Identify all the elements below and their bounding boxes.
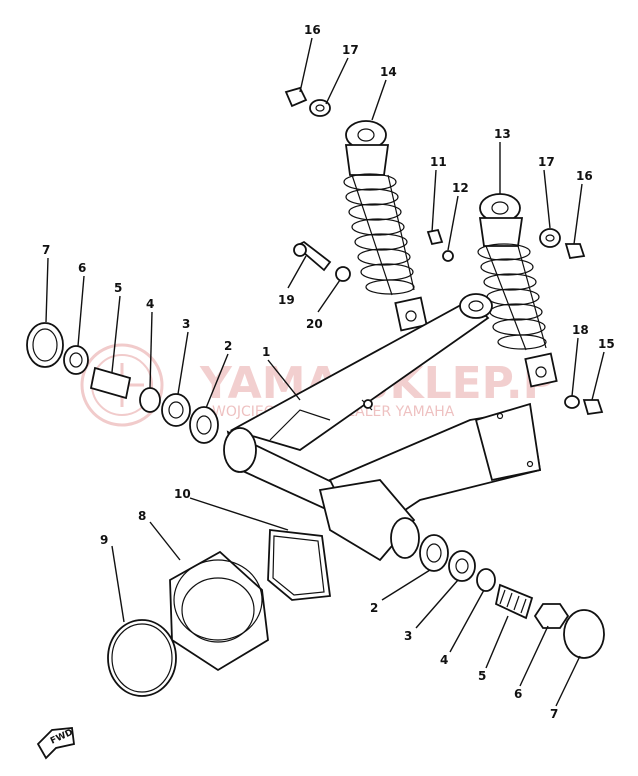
gasket-10 [267, 528, 332, 601]
boot-assembly [107, 528, 332, 697]
right-hardware [419, 534, 605, 659]
bolt-11 [426, 228, 444, 246]
leader-lines [45, 37, 605, 707]
callout-16-top-left: 16 [304, 23, 321, 37]
callout-19: 19 [278, 293, 295, 307]
callout-3-left: 3 [182, 317, 190, 331]
callout-5-right: 5 [478, 669, 486, 683]
pivot-nut [533, 603, 570, 629]
bearing-left [161, 393, 191, 427]
swing-arm [223, 293, 542, 562]
left-shock-absorber [343, 120, 428, 332]
callout-17-top-left: 17 [342, 43, 359, 57]
callout-10: 10 [174, 487, 191, 501]
callout-1: 1 [262, 345, 270, 359]
o-ring-9 [107, 619, 177, 697]
callout-2-right: 2 [370, 601, 378, 615]
callout-6-left: 6 [78, 261, 86, 275]
washer-12 [442, 250, 454, 262]
callout-11: 11 [430, 155, 447, 169]
callout-8: 8 [138, 509, 146, 523]
callout-20: 20 [306, 317, 323, 331]
callout-14: 14 [380, 65, 397, 79]
callout-9: 9 [100, 533, 108, 547]
nut-16-right [564, 243, 586, 260]
callout-4-left: 4 [146, 297, 154, 311]
collar-right [476, 568, 496, 592]
callout-5-left: 5 [114, 281, 122, 295]
pivot-bolt [494, 583, 534, 620]
nut-16-left [284, 86, 308, 108]
bearing-right [448, 550, 476, 582]
callout-6-right: 6 [514, 687, 522, 701]
callout-13: 13 [494, 127, 511, 141]
callout-16-right: 16 [576, 169, 593, 183]
callout-15: 15 [598, 337, 615, 351]
cap-right [563, 609, 605, 659]
callout-17-right: 17 [538, 155, 555, 169]
pivot-shaft [89, 366, 132, 400]
washer-17-left [309, 99, 331, 117]
fwd-direction-marker: FWD [36, 727, 75, 760]
nut-15 [582, 399, 604, 416]
washer-17-right [539, 228, 561, 248]
upper-hardware [284, 86, 604, 416]
callout-4-right: 4 [440, 653, 448, 667]
collar-left [139, 387, 161, 413]
washer-20 [335, 266, 351, 282]
callout-7-right: 7 [550, 707, 558, 721]
callout-3-right: 3 [404, 629, 412, 643]
bushing-right [419, 534, 449, 572]
callout-12: 12 [452, 181, 469, 195]
bushing-left [189, 406, 219, 444]
boot-8 [169, 550, 269, 672]
callout-labels: 16 17 14 13 11 12 17 16 19 20 7 6 5 4 3 … [42, 23, 615, 721]
callout-18: 18 [572, 323, 589, 337]
washer-18 [564, 395, 580, 409]
left-hardware [26, 322, 219, 444]
seal-left [63, 345, 89, 375]
callout-7-left: 7 [42, 243, 50, 257]
callout-2-left: 2 [224, 339, 232, 353]
